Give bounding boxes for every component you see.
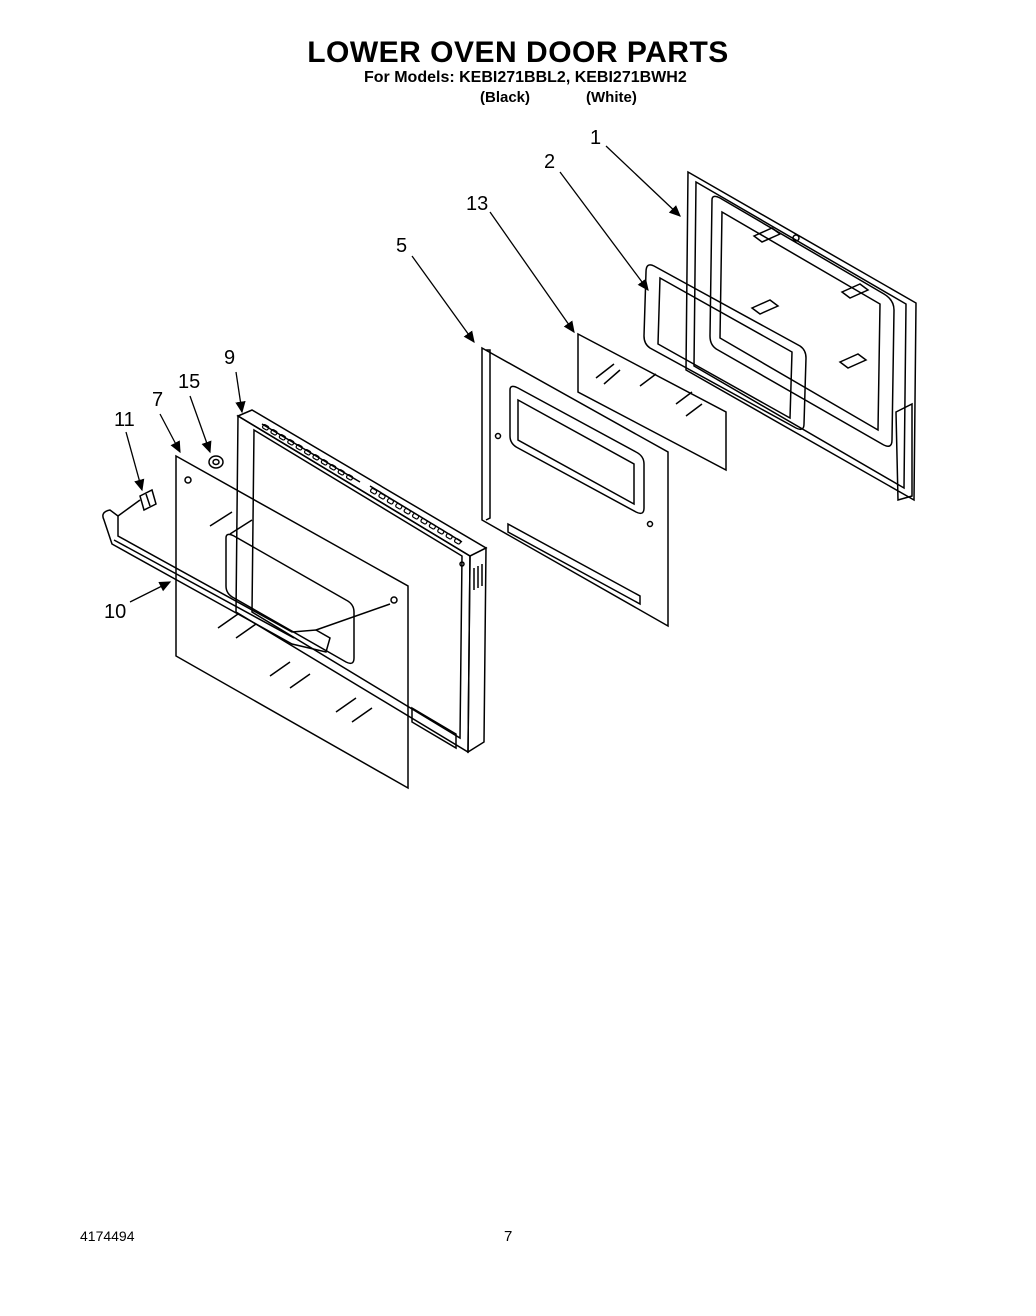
vent-slot: [403, 507, 411, 515]
vent-slot: [437, 527, 445, 535]
frame-vent-slots: [261, 423, 462, 545]
part-5-door-liner: [481, 346, 669, 628]
vent-slot: [337, 468, 345, 476]
vent-slot: [411, 512, 420, 520]
leader-lines: [125, 145, 681, 603]
vent-slot: [270, 428, 278, 436]
vent-slot: [386, 497, 395, 505]
callout-7: 7: [152, 389, 163, 411]
variant-white-label: (White): [586, 89, 637, 106]
vent-slot: [378, 492, 386, 500]
callout-10: 10: [104, 601, 126, 623]
part-9-outer-door-frame: [235, 409, 488, 754]
vent-slot: [295, 443, 303, 451]
variant-black-label: (Black): [480, 89, 531, 106]
part-10-handle: [102, 499, 391, 653]
vent-slot: [445, 532, 453, 540]
vent-slot: [303, 448, 312, 456]
part-2-window-gasket: [643, 264, 807, 431]
vent-slot: [369, 487, 378, 495]
part-1-inner-door-panel: [685, 170, 917, 502]
callout-15: 15: [178, 371, 200, 393]
callout-11: 11: [114, 409, 135, 431]
vent-slot: [320, 458, 329, 466]
callout-1: 1: [590, 127, 601, 149]
vent-slot: [287, 438, 295, 446]
callout-5: 5: [396, 235, 407, 257]
vent-slot: [395, 502, 403, 510]
callout-13: 13: [466, 193, 488, 215]
models-line: For Models: KEBI271BBL2, KEBI271BWH2: [364, 69, 687, 86]
page-title: LOWER OVEN DOOR PARTS: [307, 36, 729, 69]
page-number: 7: [504, 1228, 513, 1245]
part-11-clip: [139, 488, 157, 512]
callout-2: 2: [544, 151, 555, 173]
part-7-front-glass: [175, 454, 409, 790]
vent-slot: [345, 473, 354, 481]
callout-9: 9: [224, 347, 235, 369]
vent-slot: [428, 522, 437, 530]
vent-slot: [312, 453, 320, 461]
vent-slot: [453, 537, 462, 545]
vent-slot: [420, 517, 428, 525]
document-number: 4174494: [80, 1228, 135, 1244]
vent-slot: [261, 423, 270, 431]
part-13-glass-panel: [577, 332, 727, 472]
vent-slot: [278, 433, 287, 441]
part-15-washer: [208, 455, 224, 469]
vent-slot: [329, 463, 337, 471]
